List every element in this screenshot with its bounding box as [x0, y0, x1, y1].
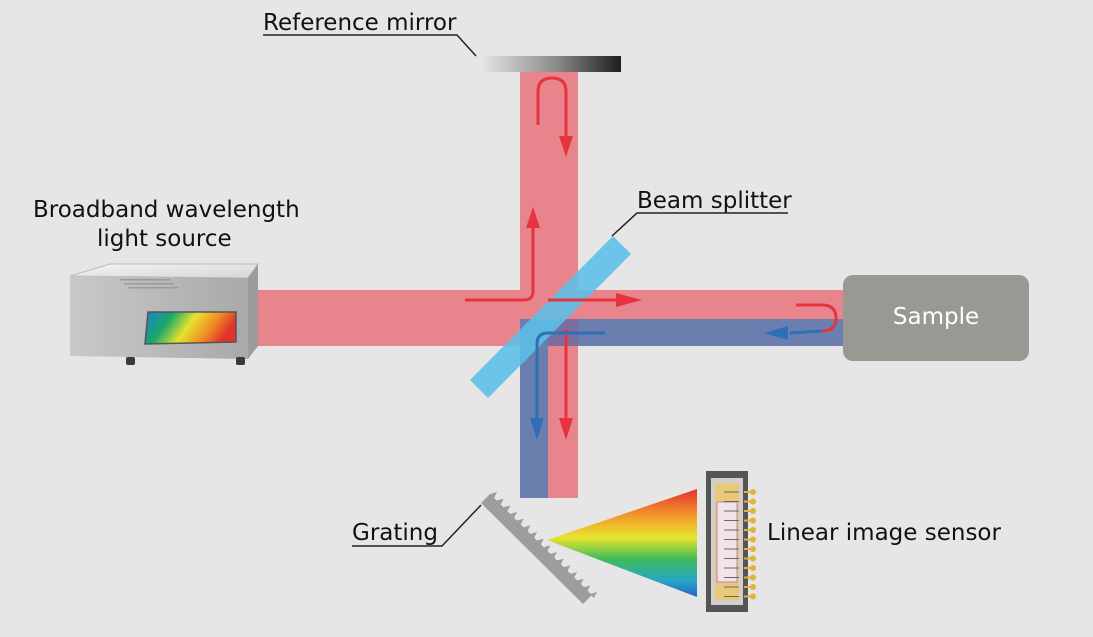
reference-mirror-label: Reference mirror [263, 10, 457, 36]
sample-label: Sample [893, 304, 979, 330]
reference-mirror [479, 56, 621, 72]
beam-splitter-label: Beam splitter [637, 188, 792, 214]
blue-arrow-heads [530, 326, 788, 440]
light-source-label-line2: light source [97, 226, 232, 252]
blue-arrow-paths [535, 329, 823, 420]
sensor-label: Linear image sensor [767, 520, 1002, 546]
red-arrow-heads [526, 136, 642, 440]
spectrum-fan [547, 489, 697, 597]
linear-image-sensor [706, 471, 756, 612]
reference-beam [258, 70, 843, 498]
grating-label: Grating [352, 520, 438, 546]
reference-mirror-leader [263, 34, 477, 57]
sample-box [843, 275, 1029, 361]
light-source-label-line1: Broadband wavelength [33, 197, 300, 223]
beam-splitter [470, 236, 631, 398]
beam-splitter-leader [611, 212, 788, 237]
red-arrow-paths [465, 76, 838, 420]
diffraction-grating [481, 492, 597, 604]
spectrum-window [144, 311, 237, 345]
grating-leader [352, 504, 482, 547]
